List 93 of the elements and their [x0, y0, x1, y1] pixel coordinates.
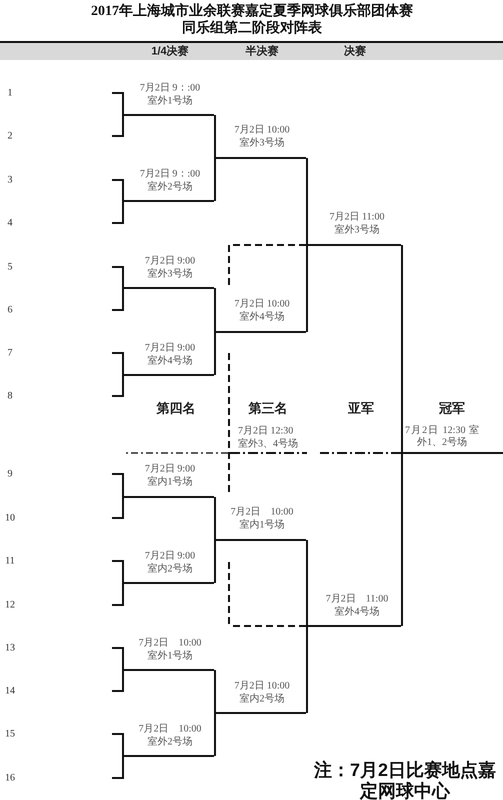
bracket-line — [306, 539, 308, 714]
match-info: 7月2日 12:30 室外1、2号场 — [405, 425, 479, 449]
match-time: 7月2日 11:00 — [330, 211, 384, 223]
bracket-line — [216, 712, 306, 714]
bracket-line — [124, 114, 214, 116]
bracket-line — [214, 287, 216, 376]
bracket-line — [308, 625, 401, 627]
dashed-line — [230, 452, 307, 454]
match-time: 7月2日 10:00 — [234, 298, 290, 310]
header-band — [0, 41, 503, 60]
match-time: 7月2日 9:00 — [144, 550, 196, 562]
bracket — [112, 92, 124, 137]
bracket-line — [124, 374, 214, 376]
bracket-line — [401, 244, 403, 627]
match-time: 7月2日 9:00 — [144, 463, 196, 475]
court-name: 室内1号场 — [240, 519, 284, 531]
seed-number: 14 — [5, 685, 15, 697]
placement-label: 第四名 — [156, 402, 196, 416]
bracket-line — [403, 452, 503, 454]
match-time: 7月2日 10:00 — [234, 680, 290, 692]
bracket — [112, 352, 124, 397]
title: 2017年上海城市业余联赛嘉定夏季网球俱乐部团体赛同乐组第二阶段对阵表 — [90, 3, 414, 37]
seed-number: 9 — [8, 468, 12, 480]
seed-number: 10 — [5, 512, 15, 524]
match-time: 7月2日 9:00 — [144, 342, 196, 354]
bracket-line — [124, 496, 214, 498]
dashed-line — [124, 452, 228, 454]
court-name: 室内2号场 — [240, 693, 284, 705]
match-time: 7月2日 10:00 — [138, 637, 202, 649]
note-text: 注：7月2日比赛地点嘉定网球中心 — [312, 760, 498, 800]
court-name: 室外4号场 — [334, 606, 380, 618]
court-name: 室外3号场 — [240, 137, 284, 149]
court-name: 室外1号场 — [148, 95, 192, 107]
seed-number: 1 — [8, 87, 12, 99]
bracket — [112, 647, 124, 692]
dashed-line — [320, 452, 401, 454]
bracket-line — [308, 244, 401, 246]
bracket-line — [124, 287, 214, 289]
bracket — [112, 473, 124, 519]
seed-number: 7 — [8, 347, 12, 359]
placement-label: 冠军 — [439, 402, 465, 416]
seed-number: 16 — [5, 772, 15, 784]
match-time: 7月2日 9：:00 — [140, 168, 200, 180]
match-time: 7月2日 10:00 — [230, 506, 294, 518]
bracket-line — [216, 157, 306, 159]
bracket-line — [214, 669, 216, 757]
seed-number: 8 — [8, 390, 12, 402]
match-time: 7月2日 10:00 — [234, 124, 290, 136]
column-header: 决赛 — [344, 45, 366, 58]
court-name: 室外1号场 — [148, 650, 192, 662]
bracket — [112, 733, 124, 779]
placement-label: 亚军 — [348, 402, 374, 416]
bracket-line — [124, 669, 214, 671]
court-name: 室外3、4号场 — [238, 438, 298, 450]
match-time: 7月2日 11:00 — [326, 593, 388, 605]
seed-number: 13 — [5, 642, 15, 654]
match-time: 7月2日 10:00 — [138, 723, 202, 735]
court-name: 室内2号场 — [148, 563, 192, 575]
seed-number: 2 — [8, 130, 12, 142]
seed-number: 3 — [8, 174, 12, 186]
column-header: 半决赛 — [246, 45, 278, 58]
court-name: 室外4号场 — [240, 311, 284, 323]
court-name: 室外3号场 — [334, 224, 380, 236]
court-name: 室外3号场 — [148, 268, 192, 280]
court-name: 室外2号场 — [148, 181, 192, 193]
bracket — [112, 266, 124, 311]
bracket — [112, 560, 124, 606]
bracket-line — [306, 157, 308, 333]
bracket-line — [124, 582, 214, 584]
court-name: 室外2号场 — [148, 736, 192, 748]
bracket-line — [214, 496, 216, 584]
court-name: 室内1号场 — [148, 476, 192, 488]
seed-number: 6 — [8, 304, 12, 316]
bracket-line — [216, 539, 306, 541]
seed-number: 4 — [8, 217, 12, 229]
bracket-line — [124, 200, 214, 202]
bracket — [112, 179, 124, 224]
bracket-line — [124, 755, 214, 757]
bracket-line — [214, 114, 216, 202]
bracket-line — [216, 331, 306, 333]
placement-label: 第三名 — [248, 402, 288, 416]
court-name: 室外4号场 — [148, 355, 192, 367]
dashed-line — [230, 244, 306, 246]
match-time: 7月2日 9：:00 — [140, 82, 200, 94]
dashed-line — [230, 625, 306, 627]
column-header: 1/4决赛 — [151, 45, 189, 58]
match-time: 7月2日 9:00 — [144, 255, 196, 267]
seed-number: 12 — [5, 599, 15, 611]
dashed-line — [228, 244, 230, 627]
match-time: 7月2日 12:30 — [238, 425, 294, 437]
seed-number: 5 — [8, 261, 12, 273]
seed-number: 11 — [5, 555, 15, 567]
seed-number: 15 — [5, 728, 15, 740]
